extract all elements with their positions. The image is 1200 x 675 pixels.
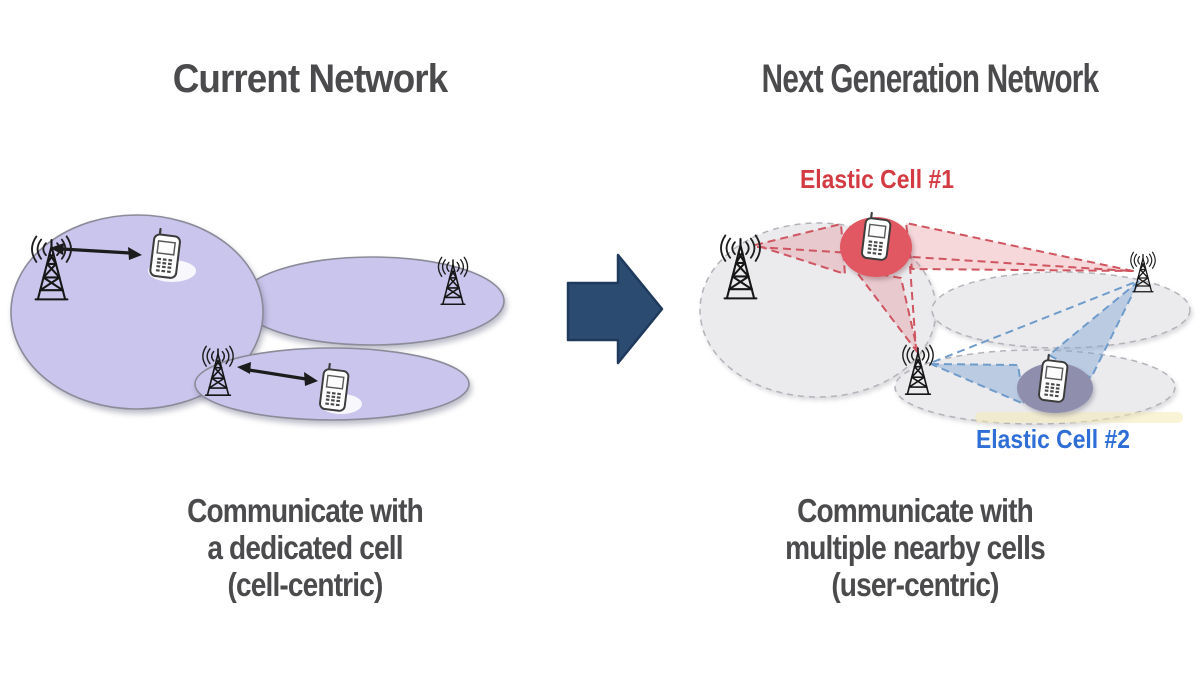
left-panel-title: Current Network: [172, 57, 448, 101]
caption-line: Communicate with: [187, 492, 424, 529]
coverage-area-ellipse: [931, 271, 1191, 349]
transition-arrow: [566, 253, 664, 365]
next-generation-network-diagram: [699, 211, 1191, 425]
elastic-cell-2-label: Elastic Cell #2: [976, 424, 1130, 454]
elastic-cell-2-beams: [930, 280, 1140, 405]
current-network-diagram: [10, 214, 505, 421]
faded-highlight-artifact: [975, 412, 1183, 423]
caption-line: Communicate with: [797, 492, 1034, 529]
left-panel-caption: Communicate with a dedicated cell (cell-…: [135, 492, 475, 603]
caption-line: (cell-centric): [227, 566, 384, 603]
caption-line: (user-centric): [831, 566, 999, 603]
bidirectional-arrow-icon: [50, 243, 142, 260]
elastic-cell-1-label: Elastic Cell #1: [800, 164, 954, 194]
right-panel-caption: Communicate with multiple nearby cells (…: [745, 492, 1085, 603]
coverage-cell-ellipse: [239, 256, 505, 346]
elastic-cell-1-beams: [754, 222, 1134, 354]
caption-line: a dedicated cell: [207, 529, 403, 566]
right-panel-title: Next Generation Network: [761, 57, 1099, 101]
bidirectional-arrow-icon: [237, 362, 318, 386]
caption-line: multiple nearby cells: [785, 529, 1045, 566]
coverage-cell-ellipse: [10, 214, 264, 410]
